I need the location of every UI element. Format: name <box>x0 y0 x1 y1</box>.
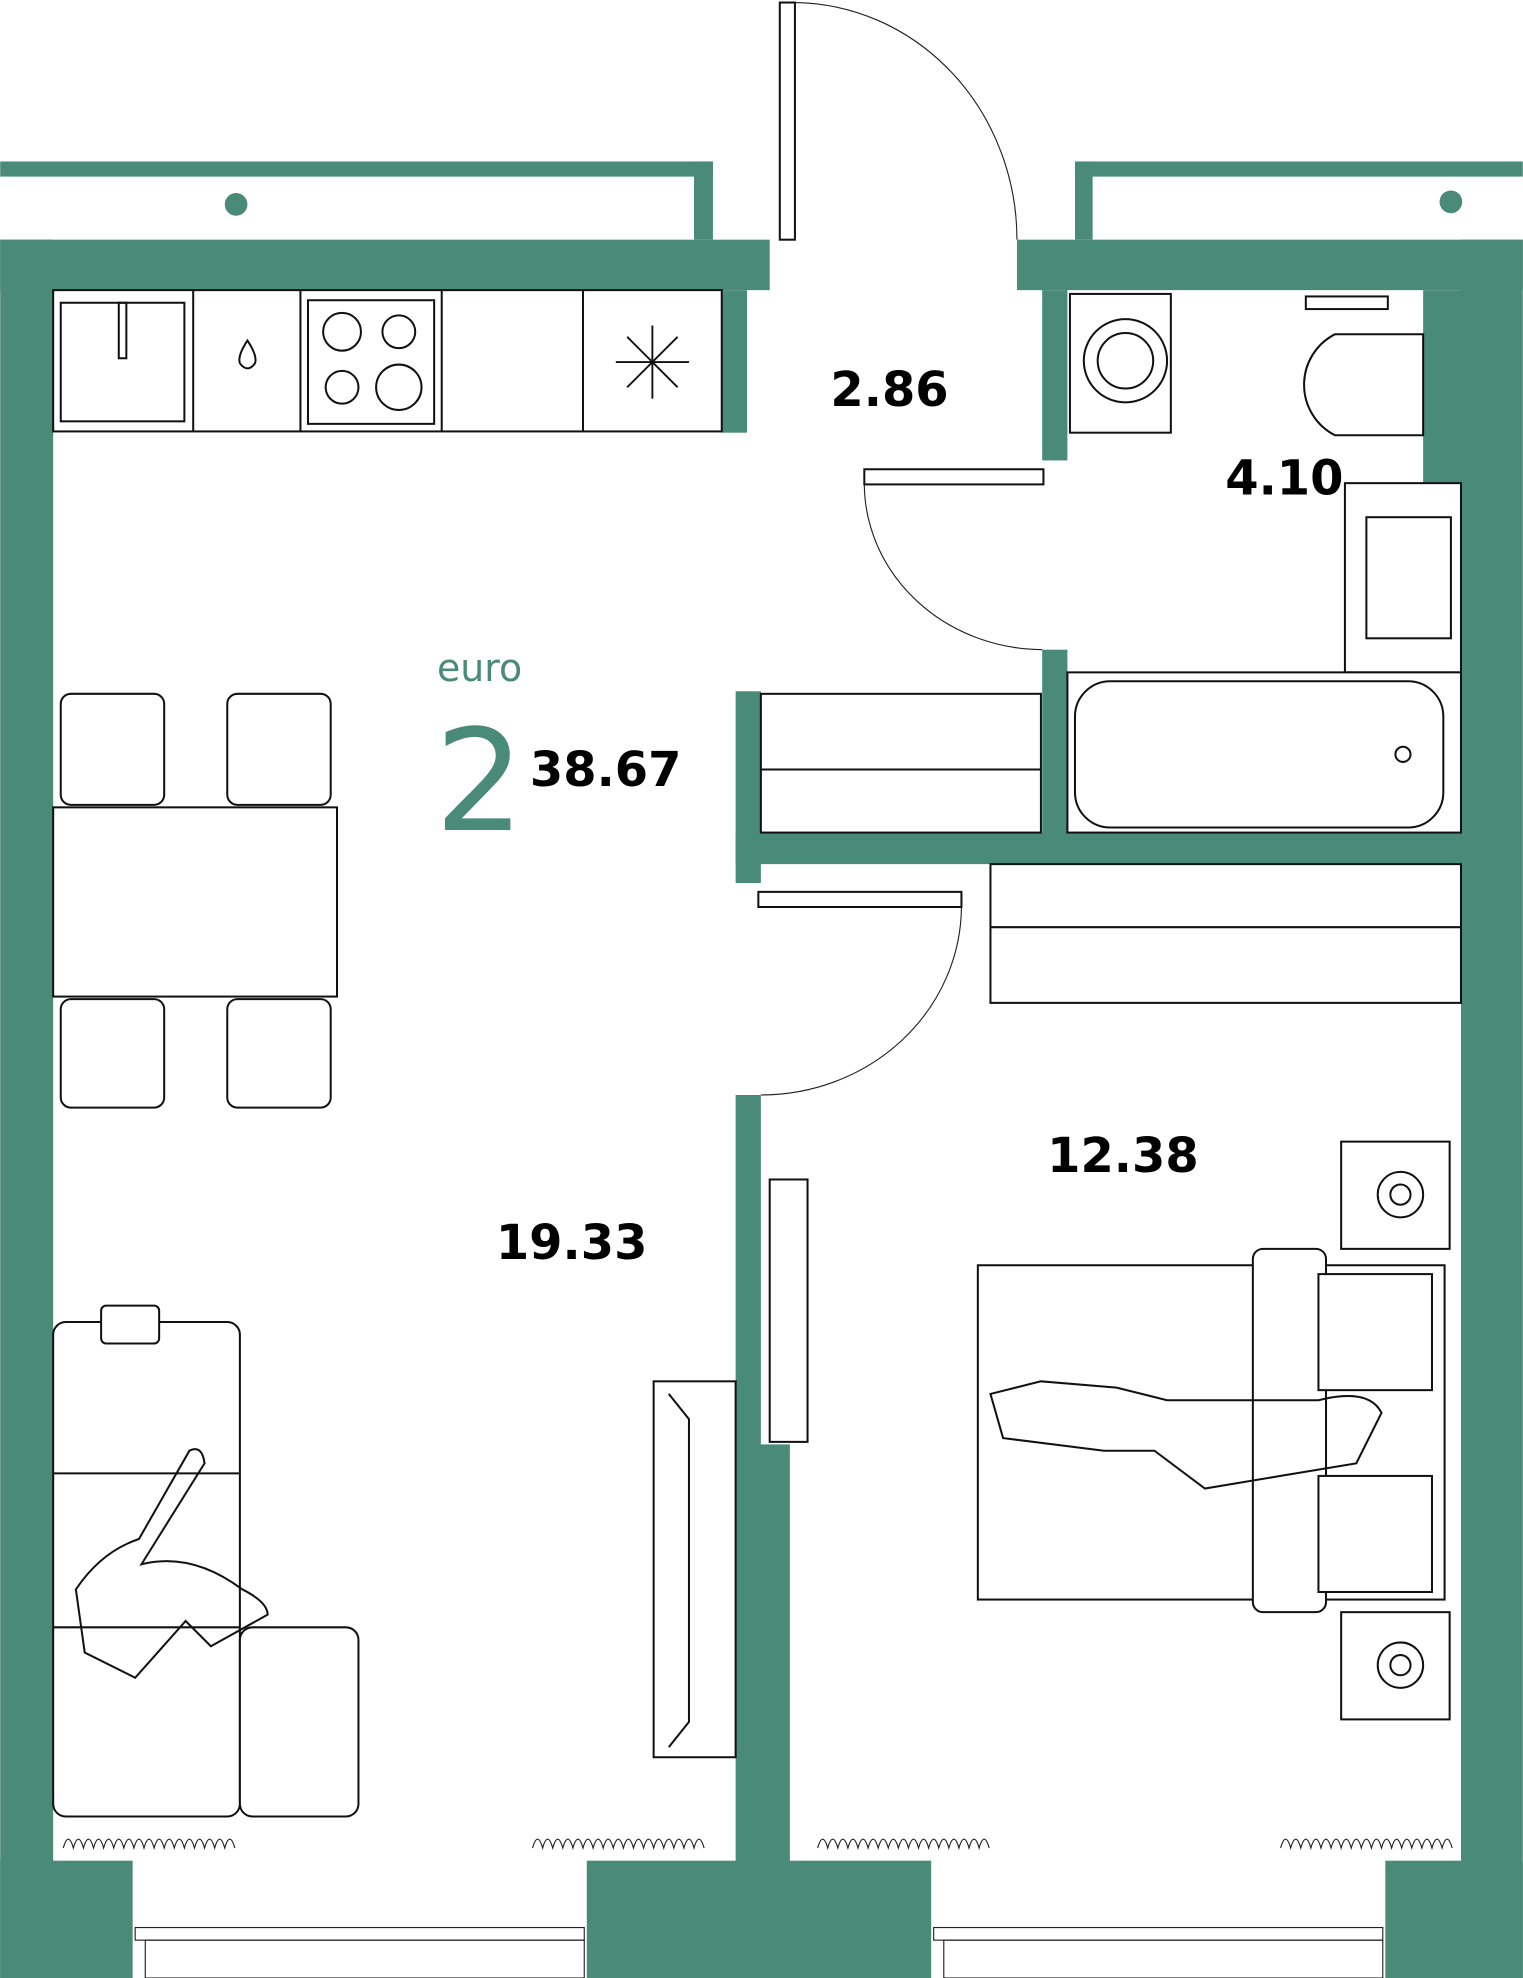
bed <box>976 1140 1451 1721</box>
room-area-hall: 2.86 <box>830 363 948 418</box>
dining-table <box>52 692 339 1109</box>
washing-machine <box>1068 292 1172 434</box>
balcony-light-icon <box>224 193 248 216</box>
bedroom-door[interactable] <box>757 890 963 1096</box>
stove-icon <box>306 299 436 425</box>
fridge-snowflake-icon <box>615 325 689 399</box>
water-drop-icon <box>238 338 257 370</box>
walls <box>0 161 1523 1978</box>
bathroom-door[interactable] <box>863 468 1045 651</box>
room-area-living: 19.33 <box>496 1216 648 1271</box>
wardrobe <box>759 692 1462 1004</box>
bedroom-tv <box>768 1178 809 1443</box>
bathtub <box>1066 671 1462 834</box>
room-area-bathroom: 4.10 <box>1225 451 1343 506</box>
person-icon <box>989 1380 1383 1490</box>
balcony-light-icon <box>1439 190 1463 214</box>
apartment-type-label: euro <box>437 646 522 690</box>
person-icon <box>74 1448 269 1680</box>
radiator <box>62 1838 1453 1851</box>
total-area: 38.67 <box>530 743 682 798</box>
nightstand <box>1340 1611 1451 1721</box>
bathroom-sink <box>1343 482 1462 674</box>
window <box>134 1926 1384 1978</box>
toilet <box>1303 295 1425 437</box>
entrance-door[interactable] <box>778 1 1018 241</box>
rooms-count: 2 <box>435 700 525 864</box>
room-area-bedroom: 12.38 <box>1047 1129 1199 1184</box>
tv-stand <box>652 1380 737 1759</box>
nightstand <box>1340 1140 1451 1250</box>
sofa <box>52 1304 360 1818</box>
kitchen-counter <box>52 289 723 433</box>
